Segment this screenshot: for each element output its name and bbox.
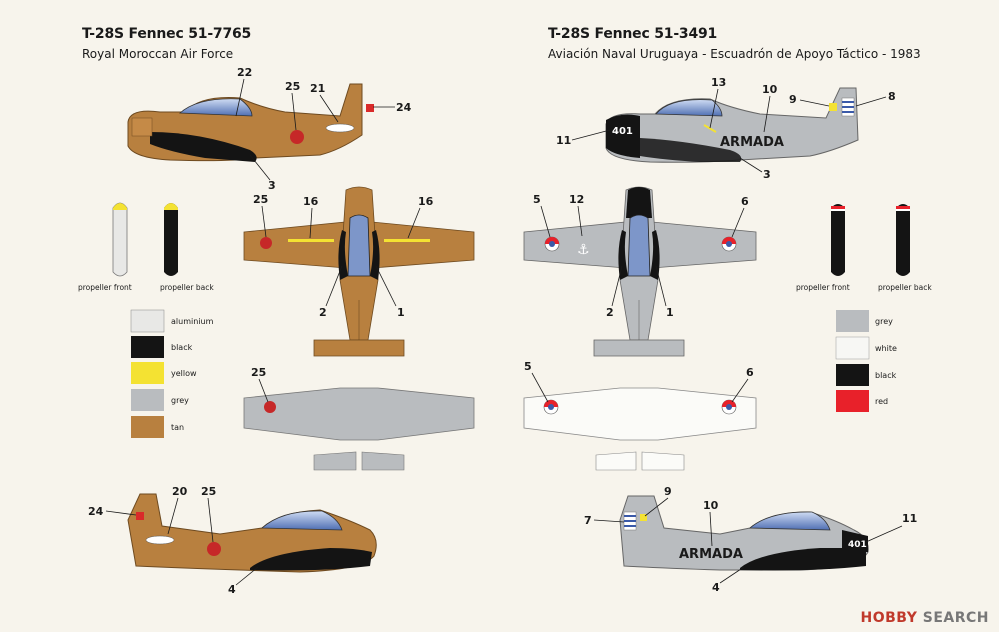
- callout-13: 13: [711, 76, 726, 89]
- svg-text:aluminium: aluminium: [171, 317, 214, 326]
- callout-16-right: 16: [418, 195, 434, 208]
- callout-24-bottom: 24: [88, 505, 104, 518]
- left-color-legend: aluminium black yellow grey tan: [130, 309, 214, 438]
- right-side-profile-bottom: ARMADA 401: [619, 495, 869, 571]
- callout-4: 4: [228, 583, 236, 596]
- right-side-profile-top: ARMADA 401: [605, 87, 859, 163]
- callout-24: 24: [396, 101, 412, 114]
- callout-9-bottom: 9: [664, 485, 672, 498]
- callout-8: 8: [888, 90, 896, 103]
- right-propeller-front: [831, 204, 845, 276]
- left-aircraft-title: T-28S Fennec 51-7765: [82, 26, 252, 42]
- callout-11: 11: [556, 134, 571, 147]
- callout-5: 5: [533, 193, 541, 206]
- left-propeller-back: [164, 203, 178, 276]
- nose-code-top: 401: [612, 126, 633, 137]
- svg-text:white: white: [875, 344, 897, 353]
- svg-text:tan: tan: [171, 423, 184, 432]
- callout-1-right: 1: [666, 306, 674, 319]
- callout-20: 20: [172, 485, 188, 498]
- callout-25-under: 25: [251, 366, 266, 379]
- moroccan-roundel: [290, 130, 304, 144]
- callout-10: 10: [762, 83, 778, 96]
- left-propeller-back-label: propeller back: [160, 283, 214, 292]
- callout-21: 21: [310, 82, 325, 95]
- right-aircraft-subtitle: Aviación Naval Uruguaya - Escuadrón de A…: [548, 47, 921, 61]
- callout-1: 1: [397, 306, 405, 319]
- callout-9: 9: [789, 93, 797, 106]
- callout-3: 3: [268, 179, 276, 192]
- callout-2-right: 2: [606, 306, 614, 319]
- right-propeller-front-label: propeller front: [796, 283, 850, 292]
- left-propeller-front-label: propeller front: [78, 283, 132, 292]
- svg-text:black: black: [171, 343, 193, 352]
- callout-12: 12: [569, 193, 584, 206]
- right-top-view: ⚓: [523, 186, 757, 357]
- armada-lettering-top: ARMADA: [720, 135, 784, 150]
- callout-3-right: 3: [763, 168, 771, 181]
- callout-25: 25: [285, 80, 300, 93]
- nose-code-bottom: 401: [848, 540, 867, 550]
- callout-6-under: 6: [746, 366, 754, 379]
- right-color-legend: grey white black red: [835, 310, 897, 412]
- callout-25-top: 25: [253, 193, 268, 206]
- callout-10-bottom: 10: [703, 499, 719, 512]
- left-aircraft-subtitle: Royal Moroccan Air Force: [82, 47, 234, 61]
- callout-4-right: 4: [712, 581, 720, 594]
- callout-25-bottom: 25: [201, 485, 216, 498]
- left-side-profile-top: [127, 83, 374, 162]
- callout-7: 7: [584, 514, 592, 527]
- svg-text:red: red: [875, 397, 888, 406]
- svg-text:yellow: yellow: [171, 369, 197, 378]
- left-underside-view: [243, 387, 475, 471]
- right-aircraft-title: T-28S Fennec 51-3491: [548, 26, 718, 42]
- armada-lettering-bottom: ARMADA: [679, 547, 743, 562]
- hobbysearch-watermark: HOBBY SEARCH: [860, 610, 989, 626]
- svg-text:grey: grey: [875, 317, 893, 326]
- svg-text:black: black: [875, 371, 897, 380]
- right-propeller-back: [896, 204, 910, 276]
- callout-16-left: 16: [303, 195, 319, 208]
- svg-text:⚓: ⚓: [577, 242, 590, 258]
- left-side-profile-bottom: [127, 493, 377, 573]
- callout-2: 2: [319, 306, 327, 319]
- svg-text:grey: grey: [171, 396, 189, 405]
- callout-11-bottom: 11: [902, 512, 917, 525]
- left-top-view: [243, 186, 475, 357]
- callout-22: 22: [237, 66, 252, 79]
- left-propeller-front: [112, 202, 128, 277]
- callout-6: 6: [741, 195, 749, 208]
- right-underside-view: [523, 387, 757, 471]
- right-propeller-back-label: propeller back: [878, 283, 932, 292]
- callout-5-under: 5: [524, 360, 532, 373]
